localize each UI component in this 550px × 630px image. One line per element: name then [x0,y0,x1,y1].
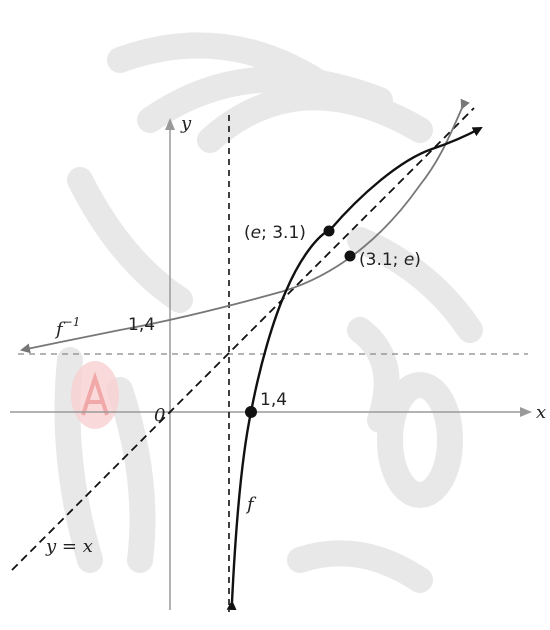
inverse-function-label: f−1 [54,315,80,340]
function-curve [226,126,483,611]
watermark-logo [71,361,119,429]
watermark-drawing [54,32,483,593]
y-axis-label: y [180,113,192,134]
function-intercept-label: 1,4 [260,390,287,410]
function-label: f [245,494,257,515]
inverse-function-curve [20,98,470,354]
inverse-intercept-label: 1,4 [128,315,155,335]
origin-label: 0 [154,405,165,426]
x-axis-label: x [536,402,546,423]
point-e-3-1-label: (e; 3.1) [244,223,306,243]
identity-line-label: y = x [45,536,93,557]
point-f-intercept [245,406,257,418]
point-e-3-1 [323,225,335,237]
point-3-1-e-label: (3.1; e) [359,250,421,270]
point-3-1-e [344,250,356,262]
